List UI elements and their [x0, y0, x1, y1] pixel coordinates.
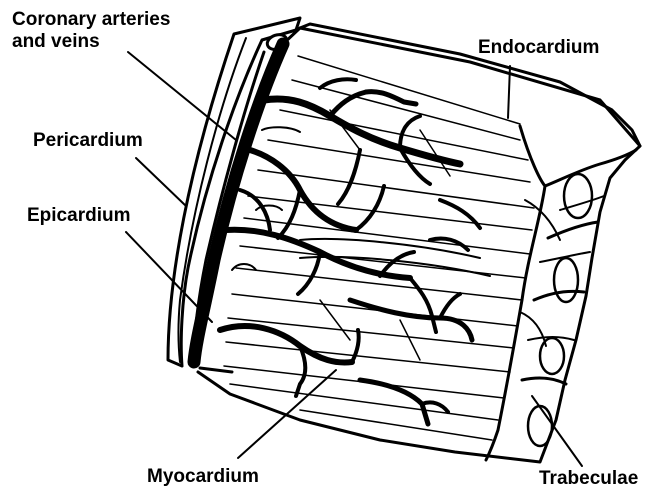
- label-myocardium: Myocardium: [147, 466, 259, 488]
- label-epicardium: Epicardium: [27, 205, 130, 227]
- label-endocardium: Endocardium: [478, 37, 599, 59]
- label-coronary-arteries-and-veins: Coronary arteries and veins: [12, 9, 170, 53]
- coronary-vessels: [220, 79, 480, 424]
- label-trabeculae: Trabeculae: [539, 468, 638, 490]
- label-pericardium: Pericardium: [33, 130, 143, 152]
- label-coronary-line1: Coronary arteries: [12, 9, 170, 31]
- label-coronary-line2: and veins: [12, 31, 170, 53]
- endocardium-trabeculae: [520, 150, 636, 446]
